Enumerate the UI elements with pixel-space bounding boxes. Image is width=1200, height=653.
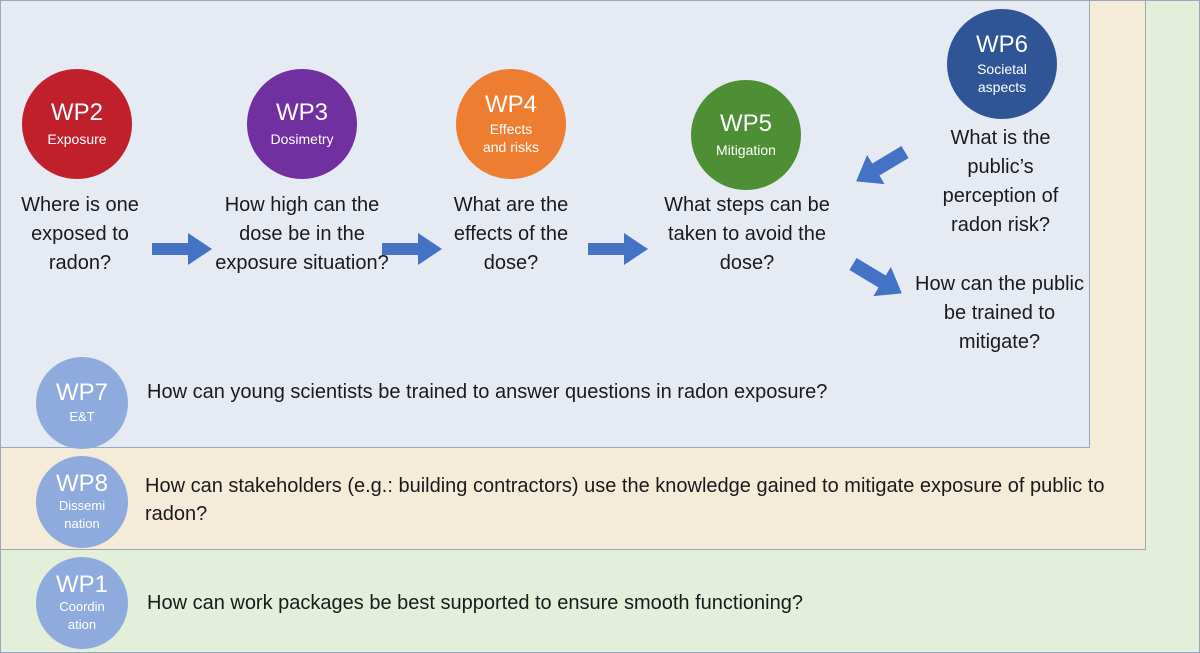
wp5-question: What steps can be taken to avoid the dos…: [664, 194, 830, 274]
wp1-title: WP1: [55, 571, 108, 598]
wp4-question: What are the effects of the dose?: [453, 194, 569, 274]
wp7-title: WP7: [55, 379, 108, 406]
wp5-subtitle: Mitigation: [716, 142, 776, 158]
wp6-title: WP6: [975, 31, 1028, 58]
arrow-wp2-to-wp3: [152, 233, 212, 265]
wp1-question: How can work packages be best supported …: [147, 592, 803, 614]
wp6-question-train: How can the public be trained to mitigat…: [915, 273, 1084, 353]
wp5-title: WP5: [719, 110, 772, 137]
wp1-subtitle: Coordin ation: [59, 599, 105, 632]
wp2-circle: WP2 Exposure: [22, 69, 132, 179]
wp2-title: WP2: [50, 99, 103, 126]
wp6-subtitle: Societal aspects: [977, 61, 1027, 95]
research-panel: [0, 0, 1090, 448]
wp8-circle: WP8 Dissemi nation: [36, 456, 128, 548]
arrow-wp3-to-wp4: [382, 233, 442, 265]
wp1-circle: WP1 Coordin ation: [36, 557, 128, 649]
wp3-question: How high can the dose be in the exposure…: [215, 194, 389, 274]
wp2-question: Where is one exposed to radon?: [21, 194, 139, 274]
wp4-title: WP4: [484, 91, 537, 118]
wp3-subtitle: Dosimetry: [270, 131, 334, 147]
wp7-question: How can young scientists be trained to a…: [147, 381, 828, 403]
wp3-title: WP3: [275, 99, 328, 126]
wp6-circle: WP6 Societal aspects: [947, 9, 1057, 119]
wp3-circle: WP3 Dosimetry: [247, 69, 357, 179]
wp6-question: What is the public’s perception of radon…: [942, 127, 1059, 236]
wp4-circle: WP4 Effects and risks: [456, 69, 566, 179]
arrow-wp5-to-training: [849, 257, 902, 297]
wp7-subtitle: E&T: [69, 409, 95, 424]
wp5-circle: WP5 Mitigation: [691, 80, 801, 190]
wp8-subtitle: Dissemi nation: [58, 498, 106, 531]
wp8-question: How can stakeholders (e.g.: building con…: [145, 475, 1105, 525]
wp7-circle: WP7 E&T: [36, 357, 128, 449]
wp8-title: WP8: [55, 470, 108, 497]
wp4-subtitle: Effects and risks: [482, 121, 540, 155]
arrow-wp6-to-wp5: [856, 145, 909, 185]
arrow-wp4-to-wp5: [588, 233, 648, 265]
wp2-subtitle: Exposure: [47, 131, 107, 147]
